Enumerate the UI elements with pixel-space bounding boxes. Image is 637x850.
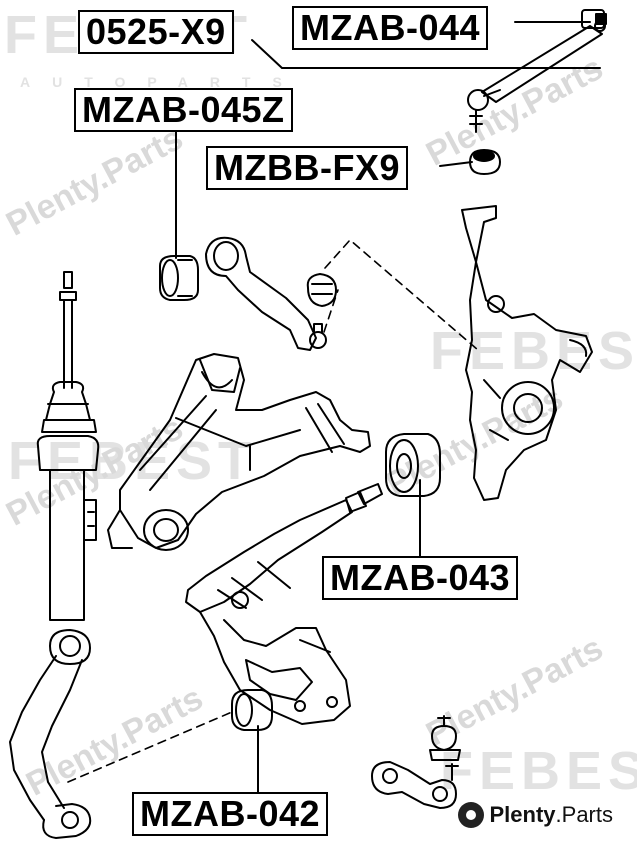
bushing-042 bbox=[231, 689, 273, 731]
bushing-043 bbox=[385, 433, 441, 497]
plenty-parts-logo: Plenty.Parts bbox=[457, 802, 613, 828]
bushing-fx9 bbox=[469, 149, 501, 175]
leader-0525-x9 bbox=[251, 39, 601, 69]
label-mzab-045z[interactable]: MZAB-045Z bbox=[74, 88, 293, 132]
brand-name-bold: Plenty bbox=[489, 802, 556, 827]
label-mzab-044[interactable]: MZAB-044 bbox=[292, 6, 489, 50]
dashed-lines bbox=[67, 239, 479, 783]
steering-knuckle bbox=[461, 205, 593, 501]
ball-joint-boot bbox=[306, 273, 337, 307]
subframe bbox=[107, 353, 371, 551]
febest-watermark: FEBEST bbox=[440, 741, 637, 801]
febest-watermark: FEBEST bbox=[8, 431, 258, 491]
febest-watermark: FEBEST bbox=[430, 321, 637, 381]
febest-watermark: AUTOPARTS bbox=[20, 74, 304, 90]
ball-joint-lower bbox=[371, 715, 461, 809]
brand-name-rest: .Parts bbox=[555, 802, 613, 827]
upper-a-arm bbox=[205, 236, 327, 351]
bushing-045z bbox=[159, 255, 199, 301]
label-mzab-043[interactable]: MZAB-043 bbox=[322, 556, 519, 600]
shock-absorber bbox=[36, 271, 100, 621]
gear-logo-icon bbox=[457, 802, 484, 828]
label-mzbb-fx9[interactable]: MZBB-FX9 bbox=[206, 146, 408, 190]
leader-mzbb-fx9 bbox=[439, 161, 473, 167]
leader-lines bbox=[175, 21, 601, 793]
lower-control-arm bbox=[185, 483, 383, 725]
tension-rod bbox=[9, 629, 92, 839]
label-0525-x9[interactable]: 0525-X9 bbox=[78, 10, 234, 54]
label-mzab-042[interactable]: MZAB-042 bbox=[132, 792, 329, 836]
upper-arm-044 bbox=[467, 9, 607, 133]
